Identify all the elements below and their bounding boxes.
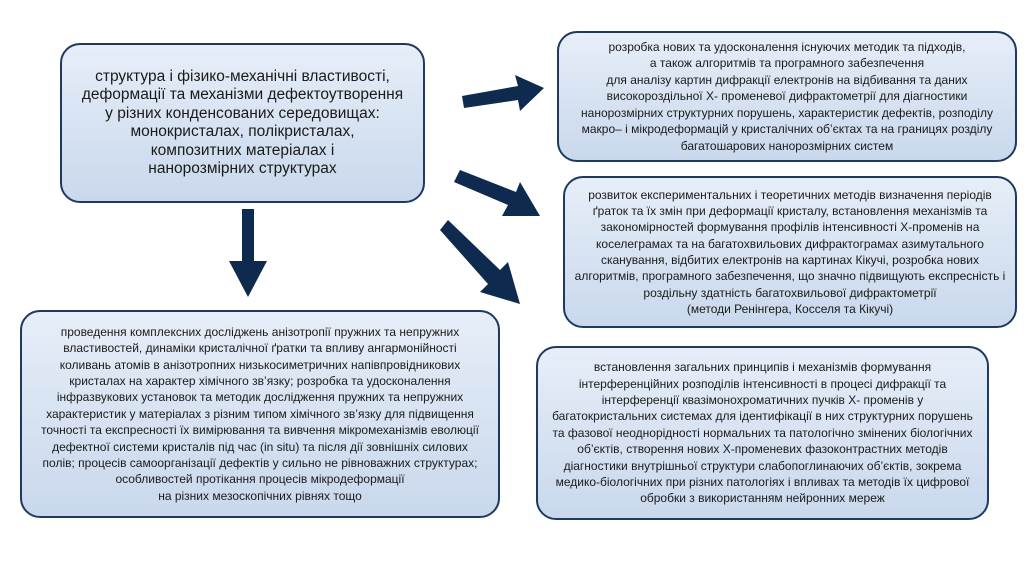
arrow-to-top-right	[462, 75, 544, 111]
lattice-methods-text: розвиток експериментальних і теоретичних…	[574, 187, 1006, 316]
main-topic-text: структура і фізико-механічні властивості…	[81, 67, 404, 178]
interference-principles-box: встановлення загальних принципів і механ…	[536, 346, 989, 520]
arrow-down	[229, 209, 267, 297]
arrow-to-bottom-right	[440, 220, 520, 304]
arrow-to-middle-right	[454, 170, 540, 216]
arrow-to-bottom-right-shape	[440, 220, 520, 304]
arrow-to-middle-right-shape	[454, 170, 540, 216]
method-development-box: розробка нових та удосконалення існуючих…	[557, 31, 1017, 162]
anisotropy-research-box: проведення комплексних досліджень анізот…	[20, 310, 500, 518]
main-topic-box: структура і фізико-механічні властивості…	[60, 43, 425, 203]
interference-principles-text: встановлення загальних принципів і механ…	[552, 360, 973, 506]
arrow-to-top-right-shape	[462, 75, 544, 111]
arrow-down-shape	[229, 209, 267, 297]
anisotropy-research-text: проведення комплексних досліджень анізот…	[41, 324, 479, 503]
lattice-methods-box: розвиток експериментальних і теоретичних…	[563, 176, 1017, 328]
method-development-text: розробка нових та удосконалення існуючих…	[581, 39, 993, 153]
